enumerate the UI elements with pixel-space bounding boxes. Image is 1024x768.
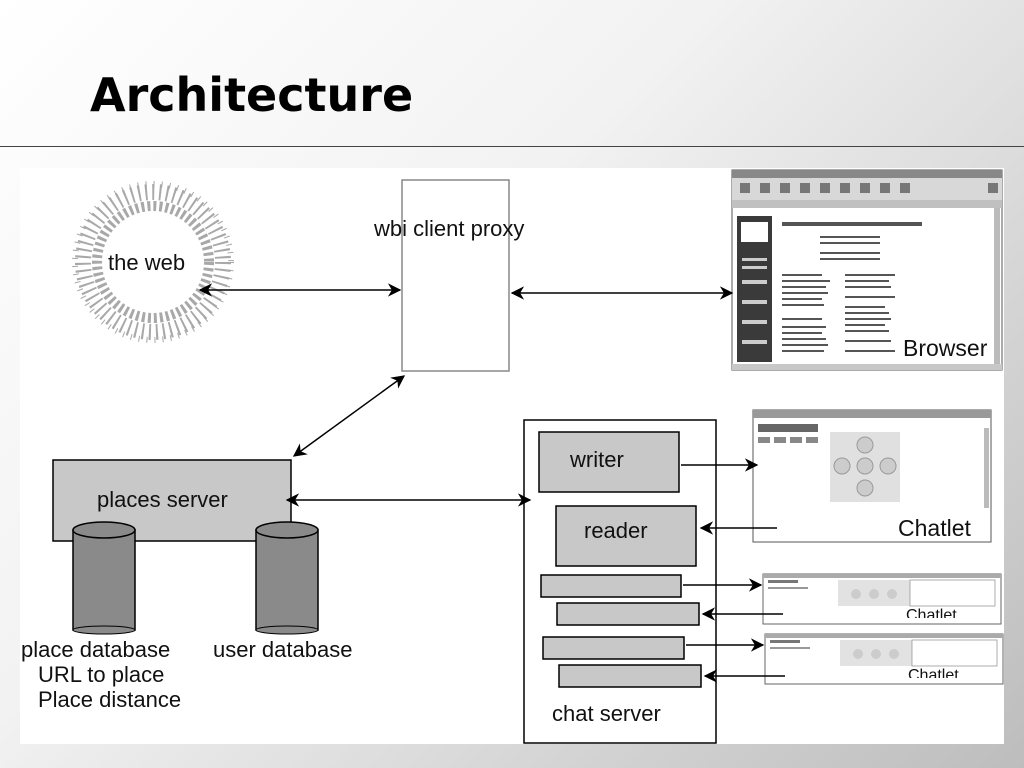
browser-screenshot	[731, 169, 1003, 371]
chatlet-label: Chatlet	[906, 608, 957, 618]
chatlet-label: Chatlet	[908, 668, 959, 678]
chatlet-window	[764, 633, 1004, 685]
chat-slot-bar	[558, 664, 702, 688]
wbi-proxy-label: wbi client proxy	[374, 216, 525, 241]
chat-slot-bar	[540, 574, 682, 598]
browser-label: Browser	[903, 335, 988, 361]
chat-server-label: chat server	[552, 701, 661, 726]
writer-box	[538, 431, 680, 493]
user-database-label: user database	[213, 637, 353, 662]
title-divider	[0, 146, 1024, 147]
chat-slot-bar	[556, 602, 700, 626]
reader-box	[555, 505, 697, 567]
writer-label: writer	[570, 447, 624, 472]
slide-title: Architecture	[90, 68, 414, 122]
chatlet-window	[762, 573, 1002, 625]
chatlet-label: Chatlet	[898, 515, 971, 541]
place-database-label: place database	[21, 637, 171, 662]
chatlet-window	[752, 409, 992, 543]
url-to-place-label: URL to place	[38, 662, 165, 687]
chat-slot-bar	[542, 636, 685, 660]
place-database-cylinder-icon	[72, 521, 136, 635]
wbi-proxy-box	[401, 179, 510, 372]
web-starburst-icon	[72, 181, 234, 343]
places-server-label: places server	[97, 487, 228, 512]
the-web-label: the web	[108, 250, 186, 275]
place-distance-label: Place distance	[38, 687, 182, 712]
user-database-cylinder-icon	[255, 521, 319, 635]
reader-label: reader	[584, 518, 648, 543]
arrow-proxy-places	[292, 375, 406, 457]
